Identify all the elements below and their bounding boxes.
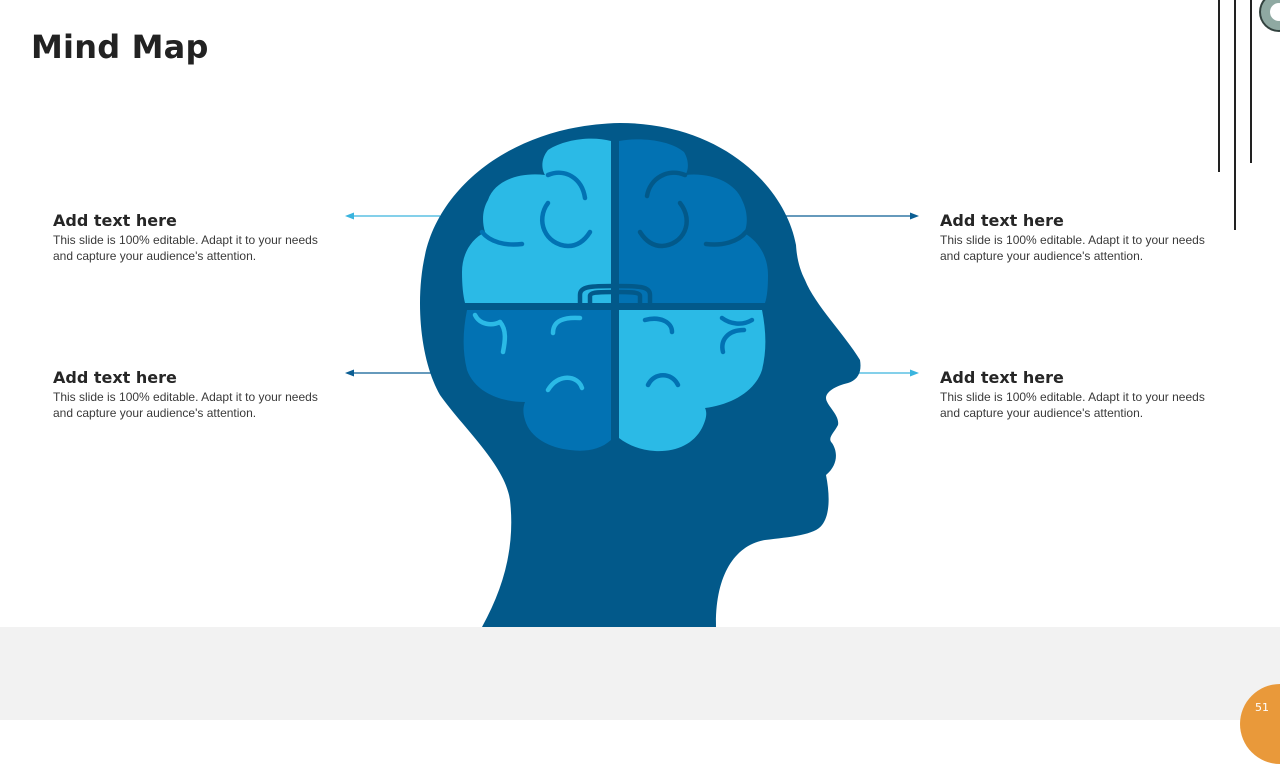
arrow-icon (855, 369, 919, 377)
brain-lobe-bottom-left (463, 310, 611, 451)
item-title: Add text here (53, 368, 177, 387)
arrow-icon (785, 212, 919, 220)
item-body: This slide is 100% editable. Adapt it to… (53, 233, 318, 263)
item-body: This slide is 100% editable. Adapt it to… (53, 390, 318, 420)
text-item-top-right: Add text here This slide is 100% editabl… (940, 211, 1230, 264)
text-item-bottom-left: Add text here This slide is 100% editabl… (53, 368, 343, 421)
item-title: Add text here (940, 368, 1064, 387)
item-body: This slide is 100% editable. Adapt it to… (940, 390, 1205, 420)
decor-line (1234, 0, 1236, 230)
text-item-bottom-right: Add text here This slide is 100% editabl… (940, 368, 1230, 421)
text-item-top-left: Add text here This slide is 100% editabl… (53, 211, 343, 264)
item-title: Add text here (53, 211, 177, 230)
brain-lobe-bottom-right (619, 310, 766, 452)
decor-line (1250, 0, 1252, 163)
arrow-icon (345, 369, 440, 377)
head-brain-diagram (345, 123, 919, 627)
footer-band (0, 627, 1280, 720)
item-body: This slide is 100% editable. Adapt it to… (940, 233, 1205, 263)
decor-line (1218, 0, 1220, 172)
item-title: Add text here (940, 211, 1064, 230)
arrow-icon (345, 212, 440, 220)
page-number: 51 (1255, 701, 1269, 714)
decor-ring-icon (1261, 0, 1280, 30)
slide-title: Mind Map (31, 28, 209, 66)
